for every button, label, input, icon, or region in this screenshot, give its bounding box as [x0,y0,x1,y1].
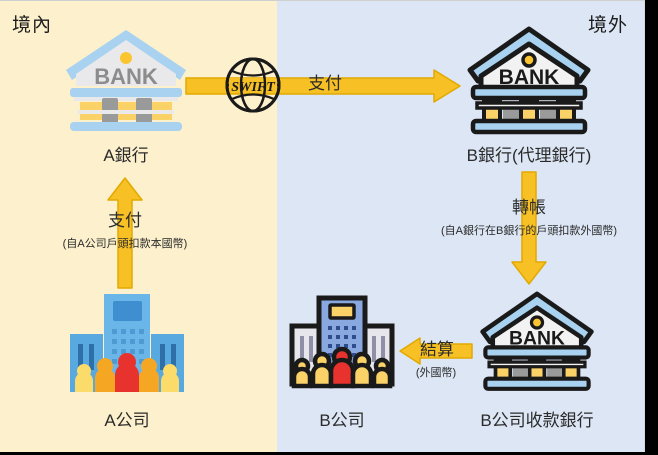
bottom-black-edge [0,452,658,455]
caption-bank-b-receiving: B公司收款銀行 [480,411,594,430]
flow-swift-payment-label: 支付 [308,74,342,93]
caption-bank-b: B銀行(代理銀行) [466,146,592,165]
bank-building-outline-icon: BANK [465,24,593,135]
flow-payment-domestic-arrow [107,177,143,289]
caption-bank-a: A銀行 [103,146,149,165]
svg-text:SWIFT: SWIFT [231,80,276,95]
flow-transfer-sublabel: (自A銀行在B銀行的戶頭扣款外國幣) [441,225,617,237]
caption-company-a: A公司 [104,411,150,430]
flow-settlement-label: 結算 [420,340,454,359]
bank-building-outline-icon-2: BANK [478,288,596,392]
bank-building-flat-icon: BANK [62,24,190,134]
office-building-people-flat-icon [68,292,186,396]
office-building-people-outline-icon [288,294,396,392]
flow-payment-domestic-label: 支付 [108,211,142,230]
flow-transfer-arrow [511,171,547,285]
flow-payment-domestic-sublabel: (自A公司戶頭扣款本國幣) [62,238,188,250]
zone-label-inside: 境內 [12,15,53,36]
right-hairline [644,0,645,452]
flow-settlement-arrow [399,337,473,365]
flow-transfer-label: 轉帳 [512,198,546,217]
flow-settlement-sublabel: (外國幣) [415,367,457,379]
caption-company-b: B公司 [319,411,365,430]
right-black-edge [645,0,658,455]
svg-text:BANK: BANK [499,66,560,89]
zone-label-outside: 境外 [588,15,629,36]
top-hairline [0,0,645,1]
globe-swift-icon: SWIFT [224,56,282,114]
svg-text:BANK: BANK [94,64,158,89]
svg-text:BANK: BANK [509,328,565,350]
